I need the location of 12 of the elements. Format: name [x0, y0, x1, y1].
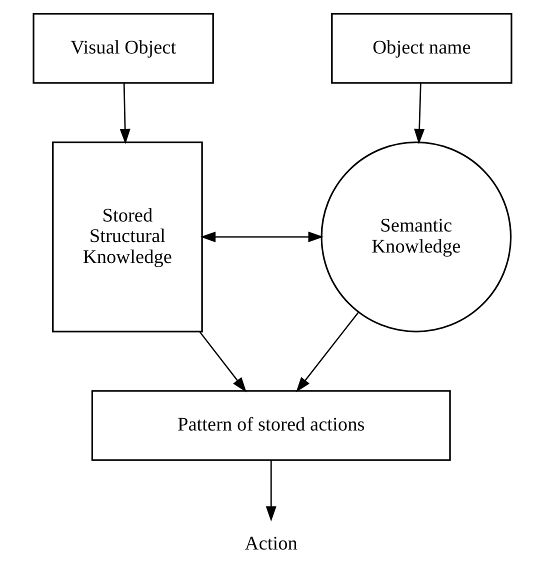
arrow: [198, 331, 246, 392]
node-box: Object name: [330, 13, 512, 84]
arrow: [265, 460, 276, 522]
arrow: [200, 232, 323, 242]
arrow: [296, 312, 358, 392]
node-text: Action: [244, 533, 297, 554]
arrow: [119, 82, 130, 144]
node-circle: Semantic Knowledge: [320, 141, 512, 332]
node-box: Visual Object: [32, 13, 214, 84]
node-box: Stored Structural Knowledge: [52, 141, 202, 332]
node-box: Pattern of stored actions: [90, 390, 450, 461]
arrow: [414, 82, 424, 144]
